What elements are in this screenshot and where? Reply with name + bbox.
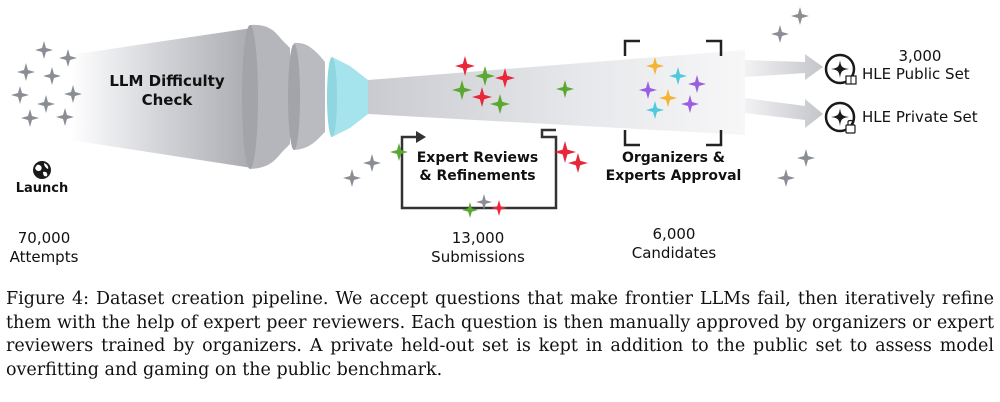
gray-star-icon (17, 63, 35, 81)
green-star-icon (556, 80, 574, 98)
difficulty-funnel (242, 24, 368, 169)
gray-star-icon (343, 169, 361, 187)
cyan-star-icon (646, 101, 664, 119)
public-set-count: 3,000 (898, 47, 942, 65)
figure-caption: Figure 4: Dataset creation pipeline. We … (6, 289, 994, 380)
red-star-icon (455, 56, 475, 76)
private-set-label: HLE Private Set (862, 108, 978, 126)
launch-count-unit: Attempts (9, 247, 79, 266)
gray-star-icon (777, 169, 795, 187)
pipeline-diagram (11, 7, 857, 218)
gray-star-icon (363, 154, 381, 172)
green-star-icon (490, 94, 510, 114)
public-set-arrow (745, 54, 823, 80)
loop-arrowhead (416, 131, 426, 143)
expert-review-label-line1: Expert Reviews (416, 150, 539, 166)
gray-star-icon (791, 7, 809, 25)
red-star-icon (491, 200, 507, 216)
candidates-count-value: 6,000 (652, 225, 696, 243)
green-star-icon (462, 202, 478, 218)
gray-star-icon (59, 49, 77, 67)
gray-star-icon (56, 108, 74, 126)
gray-star-icon (43, 67, 61, 85)
approval-label-line2: Experts Approval (605, 167, 742, 184)
question-stars (11, 7, 815, 218)
green-star-icon (452, 80, 472, 100)
hle-private-set-icon (824, 101, 856, 134)
launch-label: Launch (15, 181, 69, 196)
green-star-icon (390, 143, 408, 161)
gray-star-icon (771, 25, 789, 43)
red-star-icon (554, 141, 576, 163)
candidates-count: 6,000 Candidates (614, 225, 734, 263)
gray-star-icon (21, 109, 39, 127)
approval-label-line1: Organizers & (621, 150, 725, 166)
llm-check-label: LLM Difficulty Check (92, 72, 242, 110)
main-beam (368, 50, 745, 135)
expert-review-label: Expert Reviews & Refinements (410, 150, 545, 185)
launch-count-value: 70,000 (17, 229, 71, 247)
launch-count: 70,000 Attempts (2, 229, 86, 267)
refinement-loop (400, 128, 558, 210)
candidates-count-unit: Candidates (631, 243, 717, 262)
submissions-count-unit: Submissions (431, 247, 525, 266)
gray-star-icon (11, 86, 29, 104)
purple-star-icon (688, 75, 706, 93)
approval-label: Organizers & Experts Approval (596, 150, 751, 185)
submissions-count: 13,000 Submissions (418, 229, 538, 267)
submissions-count-value: 13,000 (451, 229, 505, 247)
public-set-label: HLE Public Set (862, 65, 970, 83)
orange-star-icon (646, 57, 664, 75)
hle-public-set-icon (824, 53, 857, 85)
llm-check-label-line1: LLM Difficulty (109, 72, 225, 90)
globe-icon (33, 161, 51, 179)
purple-star-icon (681, 95, 699, 113)
red-star-icon (495, 68, 515, 88)
gray-star-icon (64, 85, 82, 103)
private-set-arrow (745, 98, 823, 128)
green-star-icon (475, 66, 495, 86)
orange-star-icon (659, 89, 677, 107)
cyan-star-icon (669, 67, 687, 85)
gray-star-icon (797, 149, 815, 167)
red-star-icon (568, 153, 588, 173)
gray-star-icon (476, 194, 492, 210)
purple-star-icon (639, 81, 657, 99)
expert-review-label-line2: & Refinements (419, 167, 536, 184)
gray-star-icon (37, 95, 55, 113)
input-beam (70, 28, 252, 168)
red-star-icon (472, 87, 492, 107)
approval-bracket (623, 39, 723, 147)
gray-star-icon (35, 41, 53, 59)
llm-check-label-line2: Check (141, 90, 193, 109)
